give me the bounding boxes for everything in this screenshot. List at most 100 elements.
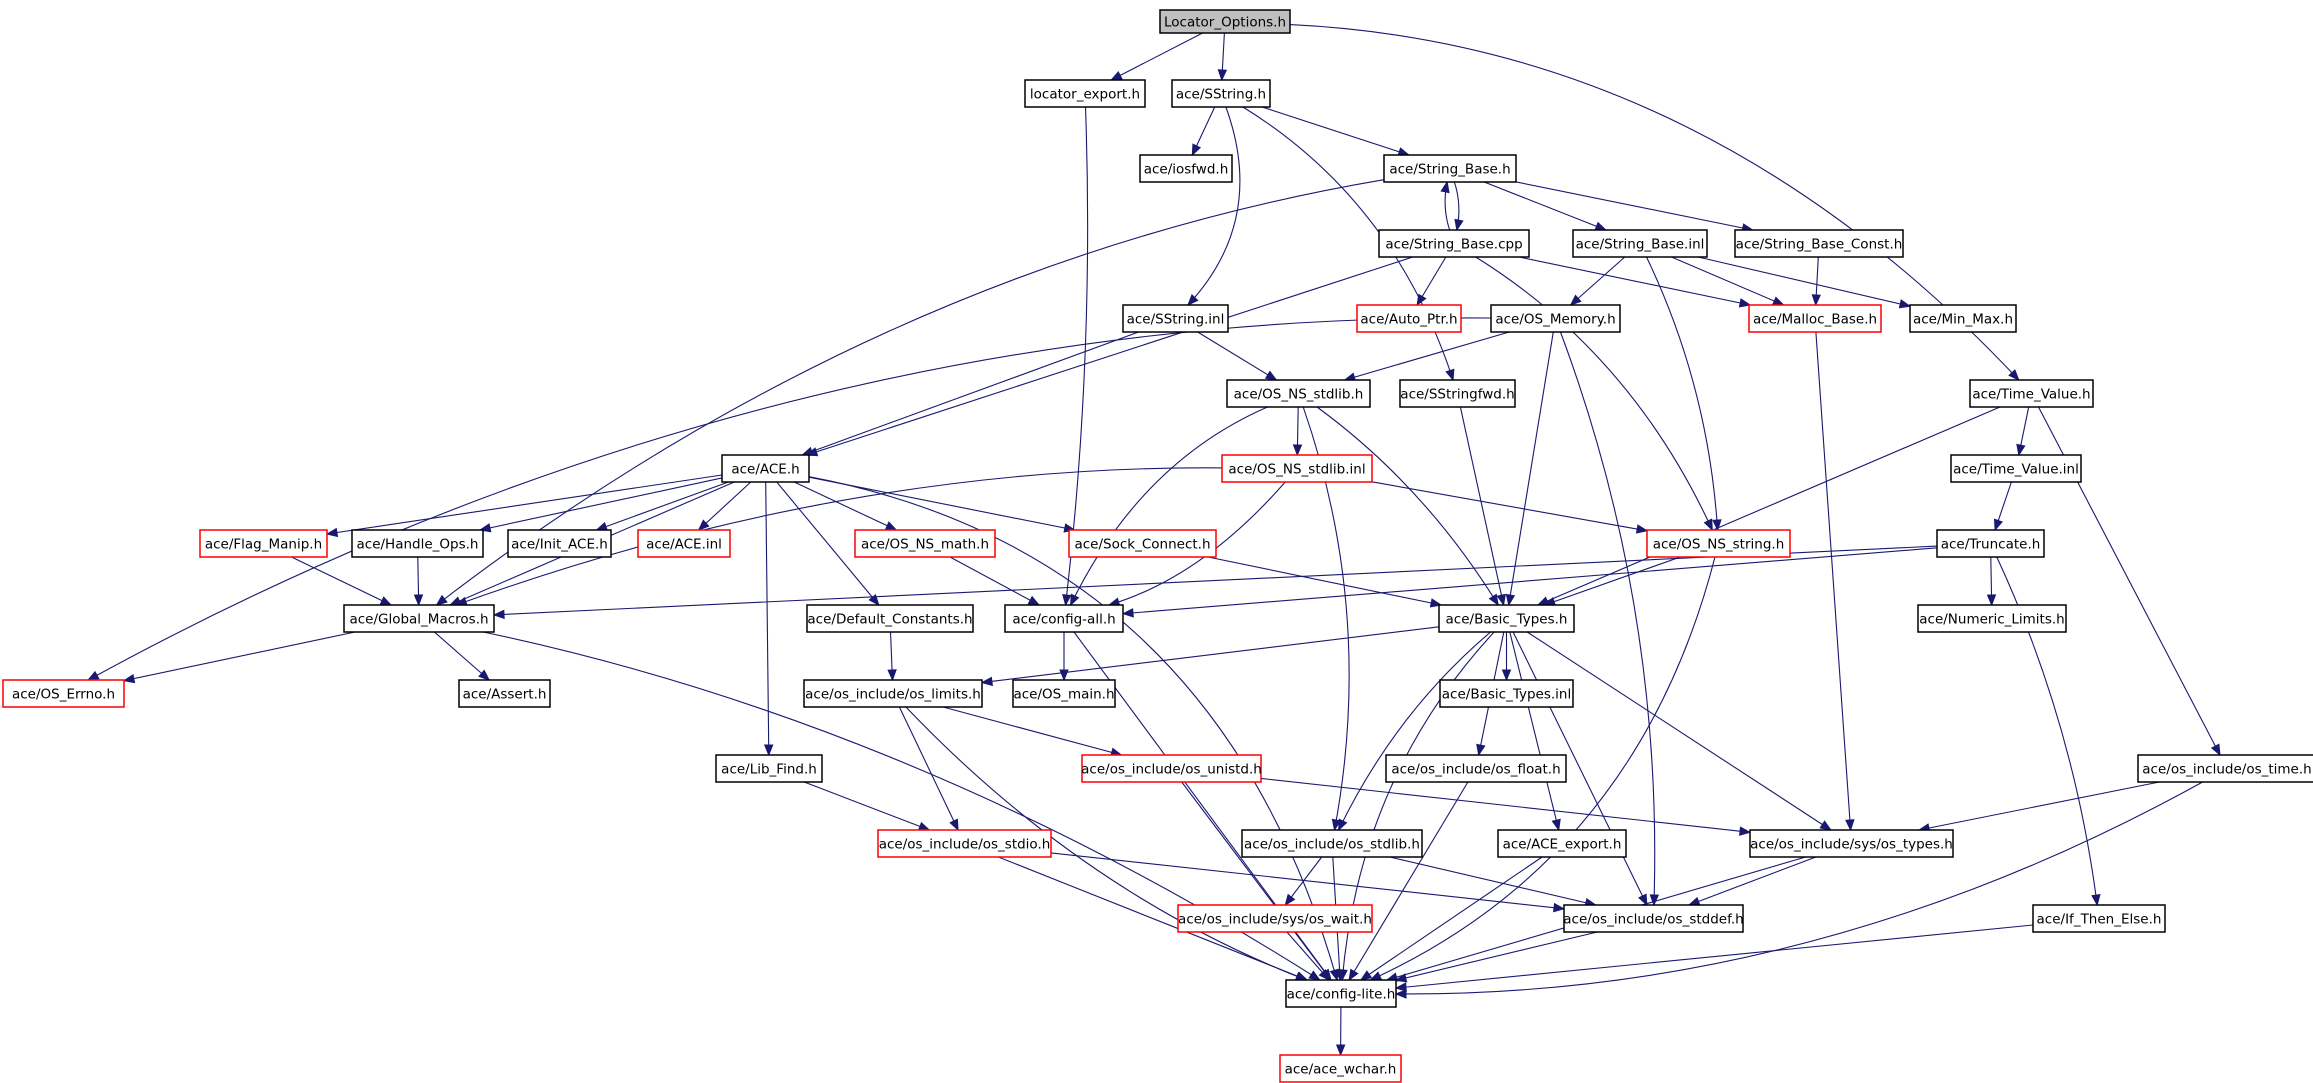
node-os-unistd[interactable]: ace/os_include/os_unistd.h (1081, 754, 1262, 783)
node-basic-types-inl[interactable]: ace/Basic_Types.inl (1439, 679, 1574, 708)
edge-line (1475, 256, 1713, 531)
node-box (637, 529, 731, 558)
node-os-ns-stdlib-h[interactable]: ace/OS_NS_stdlib.h (1226, 379, 1371, 408)
node-box (1024, 79, 1146, 108)
node-ace-wchar[interactable]: ace/ace_wchar.h (1279, 1054, 1402, 1083)
arrowhead (1191, 143, 1202, 157)
node-os-ns-math[interactable]: ace/OS_NS_math.h (854, 529, 996, 558)
node-string-base-inl[interactable]: ace/String_Base.inl (1572, 229, 1708, 258)
node-locator-options[interactable]: Locator_Options.h (1159, 9, 1291, 34)
node-locator-export[interactable]: locator_export.h (1024, 79, 1146, 108)
node-sstring-h[interactable]: ace/SString.h (1171, 79, 1271, 108)
node-os-float[interactable]: ace/os_include/os_float.h (1385, 754, 1567, 783)
node-os-stdlib[interactable]: ace/os_include/os_stdlib.h (1241, 829, 1423, 858)
edge-truncate-to-config_all (1121, 547, 1938, 618)
edge-line (1197, 331, 1277, 381)
node-string-base-h[interactable]: ace/String_Base.h (1383, 154, 1517, 183)
node-box (1497, 829, 1627, 858)
node-assert-h[interactable]: ace/Assert.h (458, 679, 551, 708)
node-label: ace/String_Base.inl (1576, 237, 1705, 253)
edge-locator_options-to-time_value_h (1289, 24, 2020, 381)
edge-os_memory-to-os_ns_stdlib_h (1343, 331, 1510, 382)
node-handle-ops[interactable]: ace/Handle_Ops.h (351, 529, 484, 558)
node-iosfwd[interactable]: ace/iosfwd.h (1139, 154, 1233, 183)
node-label: ace/Numeric_Limits.h (1919, 612, 2064, 628)
node-malloc-base[interactable]: ace/Malloc_Base.h (1748, 304, 1882, 333)
node-ace-h[interactable]: ace/ACE.h (721, 454, 810, 483)
node-label: ace/ACE.h (731, 462, 799, 478)
edge-line (1262, 106, 1409, 156)
node-auto-ptr[interactable]: ace/Auto_Ptr.h (1356, 304, 1462, 333)
edge-line (1073, 631, 1332, 981)
edge-line (1111, 32, 1203, 81)
edge-line (1459, 406, 1505, 606)
node-sock-connect[interactable]: ace/Sock_Connect.h (1068, 529, 1217, 558)
node-label: ace/os_include/sys/os_types.h (1750, 837, 1953, 853)
node-lib-find[interactable]: ace/Lib_Find.h (715, 754, 823, 783)
arrowhead (1476, 743, 1486, 757)
edge-basic_types_h-to-ace_export (1509, 631, 1561, 832)
node-os-main[interactable]: ace/OS_main.h (1012, 679, 1116, 708)
node-init-ace[interactable]: ace/Init_ACE.h (507, 529, 612, 558)
edge-string_base_cpp-to-auto_ptr (1416, 256, 1447, 307)
node-string-base-const[interactable]: ace/String_Base_Const.h (1734, 229, 1904, 258)
edge-line (802, 331, 1139, 456)
node-truncate[interactable]: ace/Truncate.h (1936, 529, 2045, 558)
node-box (1004, 604, 1124, 633)
node-time-value-inl[interactable]: ace/Time_Value.inl (1950, 454, 2082, 483)
arrowhead (413, 594, 424, 607)
node-ace-export[interactable]: ace/ACE_export.h (1497, 829, 1627, 858)
arrowhead (1553, 902, 1566, 913)
edge-time_value_h-to-time_value_inl (2016, 406, 2030, 457)
node-ace-inl[interactable]: ace/ACE.inl (637, 529, 731, 558)
edge-line (326, 474, 723, 535)
edge-line (1070, 406, 1268, 606)
node-config-lite[interactable]: ace/config-lite.h (1285, 979, 1397, 1008)
arrowhead (1819, 820, 1832, 831)
node-os-ns-string[interactable]: ace/OS_NS_string.h (1646, 529, 1791, 558)
node-label: ace/Lib_Find.h (721, 762, 817, 778)
arrowhead (87, 670, 100, 681)
node-os-errno[interactable]: ace/OS_Errno.h (2, 679, 125, 708)
node-sys-os-types[interactable]: ace/os_include/sys/os_types.h (1749, 829, 1954, 858)
node-os-stdio[interactable]: ace/os_include/os_stdio.h (877, 829, 1052, 858)
edge-line (1544, 556, 1681, 606)
node-sstring-inl[interactable]: ace/SString.inl (1122, 304, 1229, 333)
node-box (458, 679, 551, 708)
node-os-limits[interactable]: ace/os_include/os_limits.h (803, 679, 983, 708)
arrowhead (1649, 894, 1660, 907)
edge-line (806, 256, 1413, 456)
node-box (2, 679, 125, 708)
edge-line (1338, 631, 1491, 831)
node-default-constants[interactable]: ace/Default_Constants.h (806, 604, 974, 633)
node-os-stddef[interactable]: ace/os_include/os_stddef.h (1563, 904, 1744, 933)
node-label: ace/Sock_Connect.h (1074, 537, 1210, 553)
node-string-base-cpp[interactable]: ace/String_Base.cpp (1378, 229, 1530, 258)
node-os-ns-stdlib-inl[interactable]: ace/OS_NS_stdlib.inl (1221, 454, 1373, 483)
node-label: ace/os_include/os_unistd.h (1081, 762, 1262, 778)
arrowhead (1062, 594, 1072, 607)
node-if-then-else[interactable]: ace/If_Then_Else.h (2032, 904, 2166, 933)
node-basic-types-h[interactable]: ace/Basic_Types.h (1438, 604, 1575, 633)
node-os-memory[interactable]: ace/OS_Memory.h (1490, 304, 1621, 333)
edge-string_base_inl-to-min_max (1697, 256, 1912, 309)
node-os-time[interactable]: ace/os_include/os_time.h (2137, 754, 2313, 783)
edge-line (1815, 331, 1852, 831)
arrowhead (2210, 743, 2221, 757)
node-flag-manip[interactable]: ace/Flag_Manip.h (199, 529, 328, 558)
edge-sstring_h-to-string_base_h (1262, 106, 1411, 157)
node-box (1909, 304, 2017, 333)
arrowhead (980, 676, 993, 687)
node-sstringfwd[interactable]: ace/SStringfwd.h (1399, 379, 1516, 408)
node-time-value-h[interactable]: ace/Time_Value.h (1969, 379, 2094, 408)
node-label: ace/String_Base.h (1389, 162, 1510, 178)
edge-line (479, 477, 723, 531)
node-label: ace/Default_Constants.h (807, 612, 972, 628)
node-label: ace/String_Base.cpp (1385, 237, 1522, 253)
node-global-macros[interactable]: ace/Global_Macros.h (343, 604, 495, 633)
edge-line (1370, 556, 1716, 981)
node-sys-os-wait[interactable]: ace/os_include/sys/os_wait.h (1177, 904, 1373, 933)
node-min-max[interactable]: ace/Min_Max.h (1909, 304, 2017, 333)
node-numeric-limits[interactable]: ace/Numeric_Limits.h (1917, 604, 2067, 633)
node-config-all[interactable]: ace/config-all.h (1004, 604, 1124, 633)
